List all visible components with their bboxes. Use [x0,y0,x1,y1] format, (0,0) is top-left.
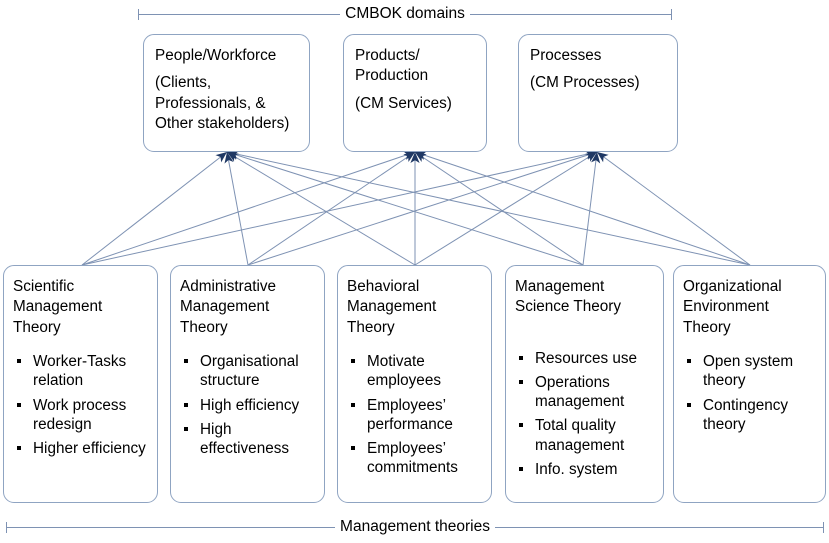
connector-line [414,151,584,266]
theory-bullet-label: Employees’ commitments [367,440,458,477]
bullet-square-icon [17,446,21,451]
theory-bullet: Open system theory [683,352,817,391]
theory-bullet-label: Work process redesign [33,396,127,433]
theory-title: Administrative Management Theory [180,278,277,336]
connector-lines [81,151,751,266]
theory-box-organizational-environment[interactable]: Organizational Environment Theory Open s… [673,265,826,503]
theory-title: Behavioral Management Theory [347,278,437,336]
connector-line [81,151,228,266]
theory-bullet: Work process redesign [13,396,149,435]
theory-box-administrative-management[interactable]: Administrative Management Theory Organis… [170,265,325,503]
theory-box-behavioral-management[interactable]: Behavioral Management Theory Motivate em… [337,265,492,503]
bracket-tick-left [6,521,7,533]
domain-subtitle: (CM Services) [355,94,452,112]
theory-title: Management Science Theory [515,278,622,316]
connector-arrowhead-icon [224,152,234,164]
theory-bullet: Info. system [515,460,655,479]
bracket-label-bottom: Management theories [340,518,490,536]
theory-bullet-list: Motivate employees Employees’ performanc… [347,352,483,478]
theory-bullet-label: Open system theory [703,353,794,390]
connector-line [226,151,584,266]
connector-line [247,151,416,266]
bracket-tick-right [671,8,673,20]
domain-title: People/Workforce [155,47,277,64]
bullet-square-icon [184,402,188,407]
bullet-square-icon [17,402,21,407]
domain-subtitle: (Clients, Professionals, & Other stakeho… [155,74,290,133]
theory-bullet-list: Worker-Tasks relation Work process redes… [13,352,149,458]
theory-bullet: Total quality management [515,416,655,455]
connector-line [81,151,598,266]
bracket-rule-left [139,13,341,15]
theory-bullet: Motivate employees [347,352,483,391]
bullet-square-icon [519,355,523,360]
bracket-cmbok-domains: CMBOK domains [138,4,673,24]
bullet-square-icon [184,359,188,364]
theory-bullet: Operations management [515,373,655,412]
theory-bullet-label: Motivate employees [367,353,441,390]
bullet-square-icon [184,426,188,431]
theory-bullet-label: Operations management [535,373,625,411]
theory-bullet-label: High efficiency [200,396,300,414]
theory-bullet-list: Open system theory Contingency theory [683,352,817,434]
connector-arrowhead-icon [410,152,420,163]
connector-line [582,151,598,266]
theory-bullet-label: Total quality management [535,417,625,454]
bracket-rule-right [469,13,672,15]
connector-line [226,151,751,266]
theory-title: Scientific Management Theory [13,278,103,336]
bullet-square-icon [519,467,523,472]
bracket-tick-right [823,521,825,533]
theory-bullet-label: Higher efficiency [33,440,146,458]
theory-box-scientific-management[interactable]: Scientific Management Theory Worker-Task… [3,265,158,503]
connector-line [226,151,249,266]
bullet-square-icon [351,359,355,364]
theory-bullet: Organisational structure [180,352,316,391]
domain-title: Products/ Production [355,47,429,85]
domain-box-people-workforce[interactable]: People/Workforce (Clients, Professionals… [143,34,310,152]
theory-bullet-label: Resources use [535,349,638,367]
theory-bullet: High effectiveness [180,420,316,459]
theory-title: Organizational Environment Theory [683,278,782,336]
connector-line [596,151,751,266]
connector-line [414,151,751,266]
bracket-label-top: CMBOK domains [345,5,465,23]
domain-title: Processes [530,47,602,64]
domain-box-products-production[interactable]: Products/ Production (CM Services) [343,34,487,152]
theory-bullet: Employees’ commitments [347,439,483,478]
theory-bullet: Higher efficiency [13,439,149,458]
theory-bullet: Employees’ performance [347,396,483,435]
theory-bullet-label: Worker-Tasks relation [33,353,127,390]
theory-bullet-list: Organisational structure High efficiency… [180,352,316,458]
theory-bullet-label: Info. system [535,461,618,479]
theory-bullet: Resources use [515,349,655,368]
bracket-management-theories: Management theories [6,517,825,537]
theory-bullet-list: Resources use Operations management Tota… [515,349,655,480]
connector-line [226,151,416,266]
bullet-square-icon [687,402,691,407]
domain-subtitle: (CM Processes) [530,74,640,92]
connector-arrowhead-icon [591,152,601,164]
theory-bullet-label: Employees’ performance [367,396,453,433]
connector-line [81,151,416,266]
bracket-rule-left [7,526,336,528]
theory-bullet-label: Contingency theory [703,396,789,433]
bullet-square-icon [519,423,523,428]
theory-bullet-label: Organisational structure [200,353,299,390]
domain-box-processes[interactable]: Processes (CM Processes) [518,34,678,152]
bullet-square-icon [687,359,691,364]
connector-line [414,151,598,266]
theory-bullet: Contingency theory [683,396,817,435]
bullet-square-icon [351,446,355,451]
theory-bullet: Worker-Tasks relation [13,352,149,391]
bullet-square-icon [351,402,355,407]
bullet-square-icon [17,359,21,364]
theory-box-management-science[interactable]: Management Science Theory Resources use … [505,265,664,503]
theory-bullet: High efficiency [180,396,316,415]
bullet-square-icon [519,379,523,384]
bracket-tick-left [138,8,139,20]
connector-line [247,151,598,266]
bracket-rule-right [494,526,824,528]
theory-bullet-label: High effectiveness [200,420,290,458]
